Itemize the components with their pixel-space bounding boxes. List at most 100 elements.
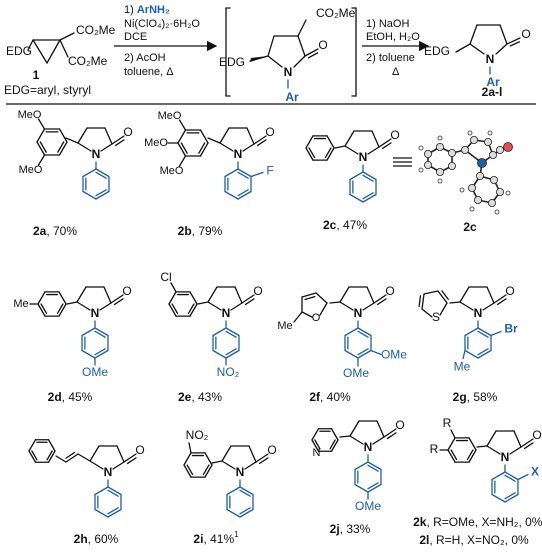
ring-bond [504, 471, 519, 481]
compound-label-2i: 2i, 41%1 [193, 530, 239, 546]
condition-line: 1) ArNH₂ [124, 4, 170, 16]
ring-bond [58, 291, 67, 305]
bond-line [449, 301, 461, 304]
compound-label-2h: 2h, 60% [74, 532, 119, 546]
bond-line [207, 286, 218, 303]
crystal-carbon [489, 175, 498, 184]
bond-line [32, 39, 48, 64]
bond-line [76, 301, 91, 311]
bond-line [104, 127, 113, 145]
alkene-bond [65, 453, 79, 463]
carbonyl-bond [253, 135, 267, 145]
ring-double-bond [239, 507, 251, 515]
ring-bond [330, 428, 339, 441]
ring-double-bond [357, 348, 369, 356]
ring-bond [47, 450, 56, 463]
ring-bond [311, 439, 320, 452]
ring-double-bond [95, 189, 107, 197]
ring-bond [491, 493, 506, 503]
bond-line [246, 127, 255, 145]
bond-line [418, 295, 422, 307]
ring-double-bond [107, 489, 119, 497]
ring-bond [464, 327, 479, 337]
ring-bond [204, 464, 213, 478]
compound-label-2f: 2f, 40% [309, 390, 351, 404]
ring-bond [37, 303, 46, 317]
carbonyl-bond [307, 52, 319, 59]
condition-line: 1) NaOH [366, 18, 409, 30]
ring-bond [36, 128, 46, 143]
ring-bond [237, 168, 252, 178]
bond-line [486, 445, 501, 455]
compound-label-2j: 2j, 33% [330, 522, 371, 536]
bond-line [334, 145, 346, 149]
substrate-footnote: EDG=aryl, styryl [4, 83, 91, 97]
ring-bond [94, 508, 109, 518]
chloro-label: Cl [160, 270, 171, 284]
ring-double-bond [31, 450, 38, 461]
nitrogen-atom: N [104, 465, 113, 479]
bond-line [297, 35, 306, 57]
bond-line [244, 461, 257, 470]
edg-label: EDG [6, 44, 32, 58]
aryl-label: Ar [285, 90, 299, 104]
ring-bond [344, 327, 359, 337]
crystal-carbon [469, 135, 478, 144]
r-label: R [430, 442, 439, 456]
compound-label-2c: 2c, 47% [323, 218, 367, 232]
bond-line [486, 430, 497, 447]
oxygen-atom: O [123, 125, 132, 139]
ring-double-bond [186, 464, 194, 476]
alkene-bond [65, 451, 76, 459]
ring-double-bond [477, 348, 489, 356]
carbonyl-bond [520, 438, 534, 448]
methoxy-label: OMe [82, 365, 108, 379]
bond-line [509, 446, 522, 455]
bond-line [77, 127, 88, 144]
bond-line [37, 118, 46, 130]
methyl-bond [462, 349, 466, 360]
bond-line [437, 290, 448, 304]
carbonyl-bond [304, 48, 319, 57]
bond-line [495, 43, 508, 55]
bond-line [46, 39, 61, 64]
methoxy-label: MeO [18, 109, 42, 121]
bond-line [441, 290, 449, 300]
nitrogen-atom: N [234, 147, 243, 161]
ring-bond [212, 327, 227, 337]
ring-bond [212, 349, 227, 359]
carbonyl-bond [258, 457, 269, 465]
carbonyl-bond [255, 453, 269, 463]
ring-bond [177, 142, 187, 157]
compound-label-2d: 2d, 45% [48, 390, 93, 404]
carbonyl-bond [126, 457, 137, 465]
carbonyl-bond [113, 298, 124, 306]
ring-double-bond [56, 303, 64, 315]
bond-line [344, 145, 359, 155]
nitrogen-atom: N [354, 306, 363, 320]
aryl-label: Ar [486, 75, 500, 89]
ester-label: CO₂Me [76, 23, 116, 37]
ring-double-bond [466, 449, 474, 461]
ring-bond [225, 327, 240, 337]
ring-bond [447, 449, 456, 463]
oxygen-atom: O [267, 443, 276, 457]
ring-bond [82, 168, 97, 178]
ring-bond [199, 142, 209, 157]
nitrogen-atom: N [474, 306, 483, 320]
ring-bond [189, 291, 198, 305]
methoxy-label: OMe [343, 366, 369, 380]
ester-label: CO₂Me [68, 54, 108, 68]
ring-bond [81, 327, 96, 337]
carbonyl-bond [523, 442, 534, 450]
ring-double-bond [46, 450, 53, 461]
ring-bond [107, 508, 122, 518]
bond-line [293, 311, 303, 323]
crystal-hydrogen [469, 206, 475, 212]
bond-line [242, 143, 255, 152]
ring-bond [464, 349, 479, 359]
crystal-structure [418, 130, 513, 215]
crystal-hydrogen [459, 187, 465, 193]
